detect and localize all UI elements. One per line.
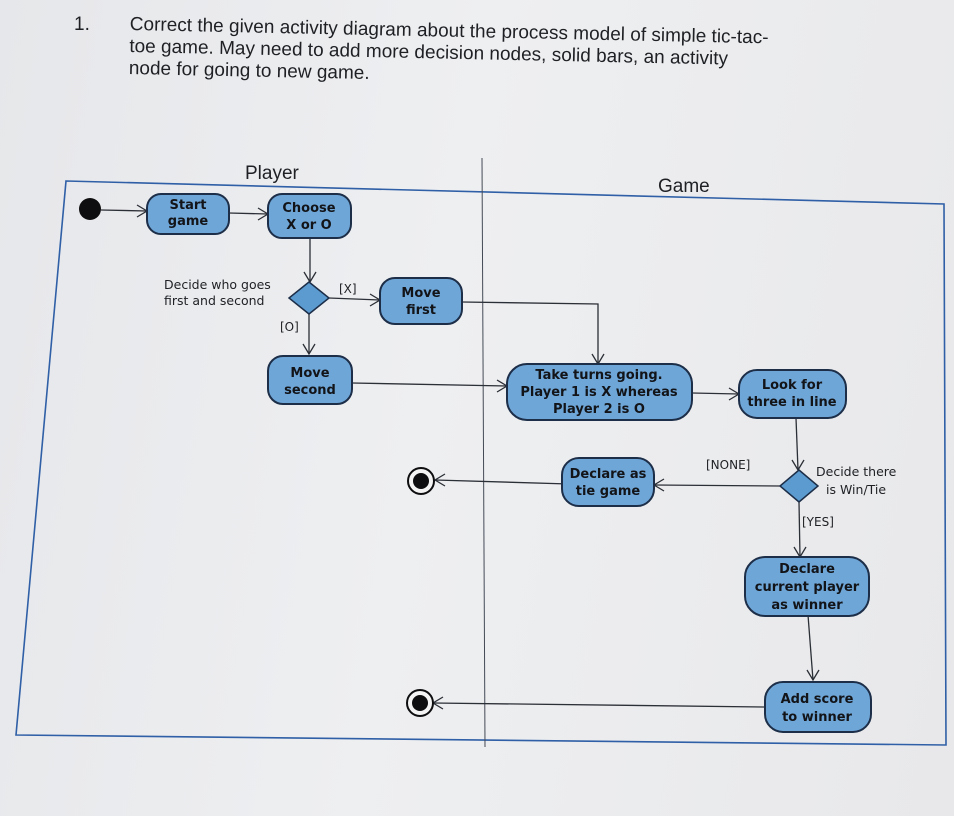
guard-yes: [YES]	[802, 515, 834, 529]
node-label: as winner	[771, 598, 843, 613]
decision-win-tie: Decide there is Win/Tie [NONE] [YES]	[706, 458, 897, 529]
lane-title-game: Game	[658, 176, 710, 197]
decision-label: Decide there	[816, 464, 897, 479]
node-shape	[379, 277, 463, 325]
initial-node	[79, 198, 101, 220]
node-label: current player	[755, 580, 860, 595]
node-label: Look for	[762, 378, 823, 393]
node-label: Declare as	[570, 467, 647, 482]
edge-movefirst-to-taketurns	[461, 301, 599, 364]
edge-tie-to-final	[434, 479, 570, 485]
decision-label: first and second	[164, 293, 264, 308]
final-node-dot	[412, 695, 428, 711]
node-label: tie game	[576, 484, 641, 499]
node-shape	[744, 556, 870, 617]
arrowhead	[806, 669, 820, 682]
action-declare-tie: Declare as tie game	[561, 457, 655, 507]
node-label: Player 1 is X whereas	[520, 385, 678, 400]
node-label: Move	[401, 286, 440, 301]
node-shape	[738, 369, 847, 419]
node-label: Declare	[779, 562, 835, 577]
edge-taketurns-to-lookfor	[691, 392, 740, 395]
arrowhead	[433, 473, 446, 487]
action-move-first: Move first	[379, 277, 463, 325]
guard-o: [O]	[280, 320, 299, 334]
guard-none: [NONE]	[706, 458, 750, 472]
node-label: X or O	[286, 218, 331, 233]
edge-startgame-to-choose	[228, 212, 269, 215]
action-take-turns: Take turns going. Player 1 is X whereas …	[506, 363, 693, 421]
swimlane-frame	[15, 180, 947, 746]
node-label: Add score	[781, 692, 854, 707]
decision-node	[287, 281, 331, 315]
edge-lookfor-to-decision	[795, 417, 799, 471]
action-move-second: Move second	[267, 355, 353, 405]
edge-start-to-startgame	[100, 209, 148, 212]
edge-decision-to-declarewinner	[798, 501, 801, 558]
edge-decision-to-movefirst	[328, 297, 381, 301]
node-shape	[146, 193, 230, 235]
final-node-winner	[406, 689, 434, 717]
node-label: Start	[170, 198, 207, 213]
final-node-tie	[407, 467, 435, 495]
edge-declarewinner-to-addscore	[807, 614, 814, 681]
decision-node	[778, 469, 820, 503]
node-label: Take turns going.	[535, 368, 662, 383]
node-shape	[506, 363, 693, 421]
node-shape	[267, 355, 353, 405]
edge-decision-to-tie	[653, 484, 781, 487]
action-declare-winner: Declare current player as winner	[744, 556, 870, 617]
node-label: to winner	[782, 710, 852, 725]
action-choose-x-or-o: Choose X or O	[267, 193, 352, 239]
action-start-game: Start game	[146, 193, 230, 235]
node-label: Move	[290, 366, 329, 381]
question-number: 1.	[74, 14, 90, 35]
node-shape	[764, 681, 872, 733]
node-label: Player 2 is O	[553, 402, 645, 417]
decision-label: Decide who goes	[164, 277, 271, 292]
decision-who-goes-first: Decide who goes first and second [X] [O]	[164, 277, 357, 334]
node-label: first	[406, 303, 436, 318]
arrowhead	[302, 343, 316, 356]
node-label: second	[284, 383, 336, 398]
lane-title-player: Player	[245, 163, 300, 184]
lane-divider	[481, 157, 486, 748]
node-shape	[267, 193, 352, 239]
node-label: three in line	[747, 395, 836, 410]
decision-label: is Win/Tie	[826, 482, 886, 497]
edge-movesecond-to-taketurns	[351, 382, 508, 387]
node-shape	[561, 457, 655, 507]
node-label: game	[168, 214, 209, 229]
action-add-score: Add score to winner	[764, 681, 872, 733]
edge-addscore-to-final	[432, 702, 766, 708]
final-node-dot	[413, 473, 429, 489]
action-look-for-three: Look for three in line	[738, 369, 847, 419]
node-label: Choose	[282, 201, 335, 216]
guard-x: [X]	[339, 282, 357, 296]
